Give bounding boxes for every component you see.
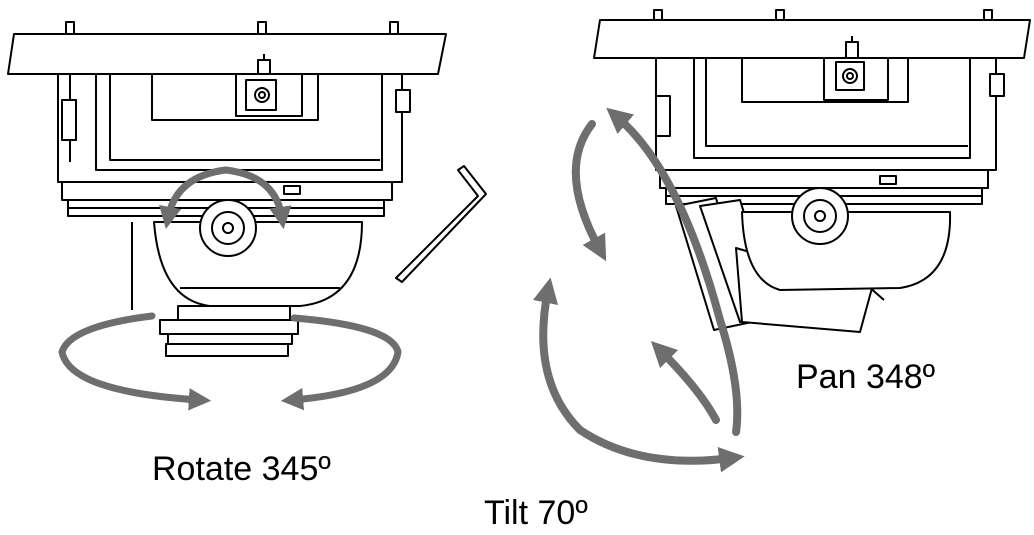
mount-tab: [65, 21, 75, 35]
pan-arrow-icon: [606, 107, 742, 436]
lens-cradle: [741, 211, 952, 291]
base-ring: [61, 181, 393, 201]
pan-label: Pan 348º: [796, 358, 936, 396]
base-ring: [659, 169, 989, 189]
tilt-arrow-icon: [532, 120, 745, 473]
mount-tab: [775, 9, 785, 21]
mount-tab: [653, 9, 663, 21]
mount-tab: [389, 21, 399, 35]
right-camera-drawing: [593, 9, 1031, 333]
tilt-label: Tilt 70º: [484, 494, 588, 532]
mount-tab: [257, 21, 267, 35]
left-camera-drawing: [7, 21, 447, 357]
mount-tab: [983, 9, 993, 21]
rotate-arrow-icon: [58, 166, 402, 411]
mount-plate: [7, 33, 447, 75]
rotate-label: Rotate 345º: [152, 450, 331, 488]
lens-cradle: [153, 221, 363, 307]
lens: [165, 343, 289, 357]
mount-plate: [593, 19, 1031, 59]
hex-key-icon: [395, 165, 487, 283]
